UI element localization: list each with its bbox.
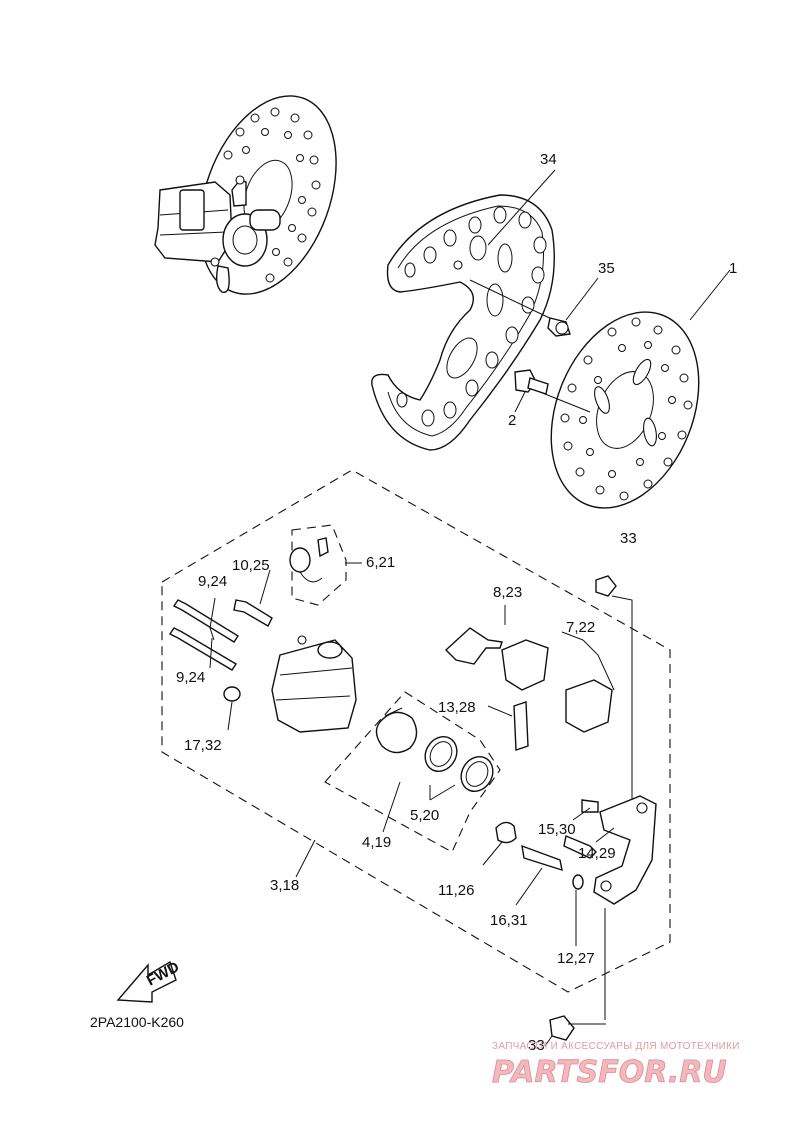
screw-illustration (469, 279, 571, 337)
disc-bolt-illustration (514, 369, 591, 413)
label-part-4-19: 4,19 (362, 834, 391, 851)
label-part-12-27: 12,27 (557, 950, 595, 967)
label-part-33-bottom: 33 (528, 1037, 545, 1054)
brake-disc-illustration (550, 311, 700, 509)
disc-guard-illustration (371, 194, 555, 451)
label-part-9-24-bottom: 9,24 (176, 669, 205, 686)
label-part-15-30: 15,30 (538, 821, 576, 838)
label-part-3-18: 3,18 (270, 877, 299, 894)
assembled-view-illustration (154, 95, 337, 295)
watermark-logo: PARTSFOR.RU (492, 1055, 727, 1090)
label-part-16-31: 16,31 (490, 912, 528, 929)
label-part-33-top: 33 (620, 530, 637, 547)
label-part-14-29: 14,29 (578, 845, 616, 862)
watermark-tagline: ЗАПЧАСТИ И АКСЕССУАРЫ ДЛЯ МОТОТЕХНИКИ (492, 1041, 740, 1052)
fwd-arrow-icon: FWD (116, 958, 182, 1003)
label-part-6-21: 6,21 (366, 554, 395, 571)
caliper-assembly-boundary (161, 469, 671, 993)
caliper-exploded-parts (168, 537, 657, 1041)
label-part-11-26: 11,26 (438, 882, 474, 899)
label-part-2: 2 (508, 412, 516, 429)
label-part-7-22: 7,22 (566, 619, 595, 636)
label-part-34: 34 (540, 151, 557, 168)
label-part-9-24-top: 9,24 (198, 573, 227, 590)
label-part-35: 35 (598, 260, 615, 277)
label-part-5-20: 5,20 (410, 807, 439, 824)
piston-kit-boundary (324, 691, 501, 853)
label-part-13-28: 13,28 (438, 699, 476, 716)
label-part-1: 1 (729, 260, 737, 277)
label-part-10-25: 10,25 (232, 557, 270, 574)
bleed-screw-boundary (291, 524, 347, 606)
label-part-17-32: 17,32 (184, 737, 222, 754)
label-part-8-23: 8,23 (493, 584, 522, 601)
leader-lines (209, 169, 731, 1047)
diagram-code: 2PA2100-K260 (90, 1014, 184, 1030)
